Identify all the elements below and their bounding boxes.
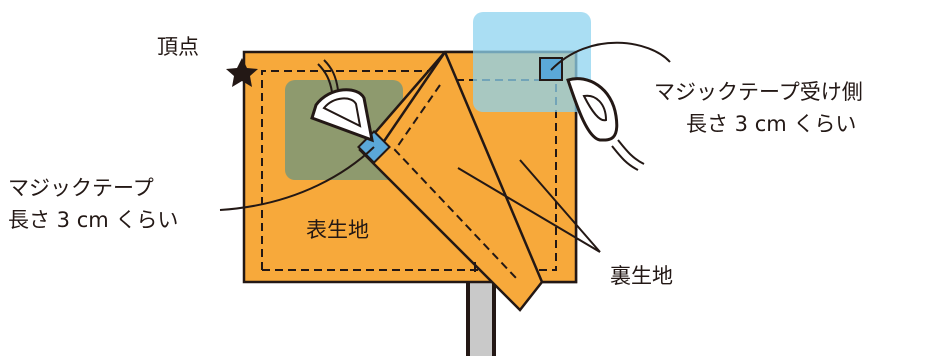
velcro-pad-receiver (473, 12, 591, 112)
leader-lining-1 (457, 167, 601, 253)
velcro-receiver-label-line2: 長さ 3 cm くらい (686, 112, 857, 136)
leader-lining-2 (519, 159, 601, 253)
flag-pole (466, 282, 496, 356)
leader-velcro-receiver (550, 41, 671, 71)
leader-velcro (219, 146, 375, 211)
lining-fabric-label: 裏生地 (610, 264, 673, 288)
outer-fabric-label: 表生地 (306, 218, 369, 242)
velcro-label-line1: マジックテープ (8, 176, 154, 200)
iron-icon (566, 77, 645, 171)
star-icon (226, 58, 258, 87)
iron-icon (310, 59, 374, 143)
velcro-label-line2: 長さ 3 cm くらい (8, 208, 179, 232)
apex-label: 頂点 (157, 35, 199, 59)
velcro-receiver-label-line1: マジックテープ受け側 (654, 80, 863, 104)
